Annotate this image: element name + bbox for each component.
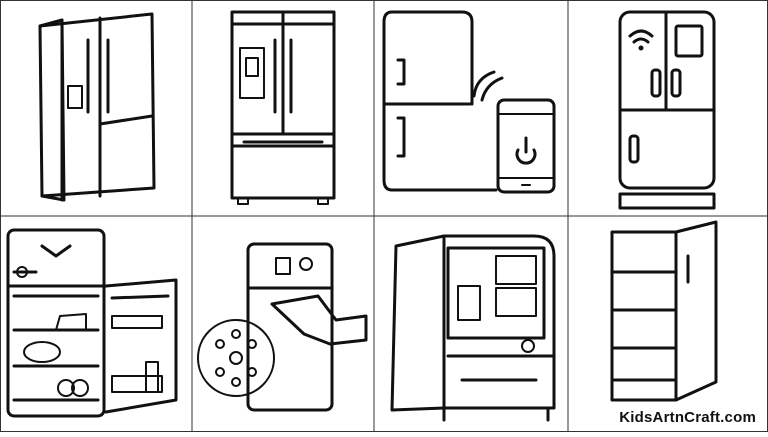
- site-watermark: KidsArtnCraft.com: [619, 409, 756, 426]
- open-tall-fridge-icon: [610, 220, 718, 402]
- french-door-fridge-icon: [230, 10, 336, 205]
- cleaning-fridge-icon: [197, 242, 368, 412]
- smart-fridge-phone-icon: [382, 10, 556, 194]
- open-fridge-food-icon: [6, 228, 178, 418]
- side-by-side-fridge-icon: [38, 12, 156, 202]
- smart-fridge-wifi-icon: [618, 10, 716, 210]
- vintage-open-fridge-icon: [390, 234, 556, 422]
